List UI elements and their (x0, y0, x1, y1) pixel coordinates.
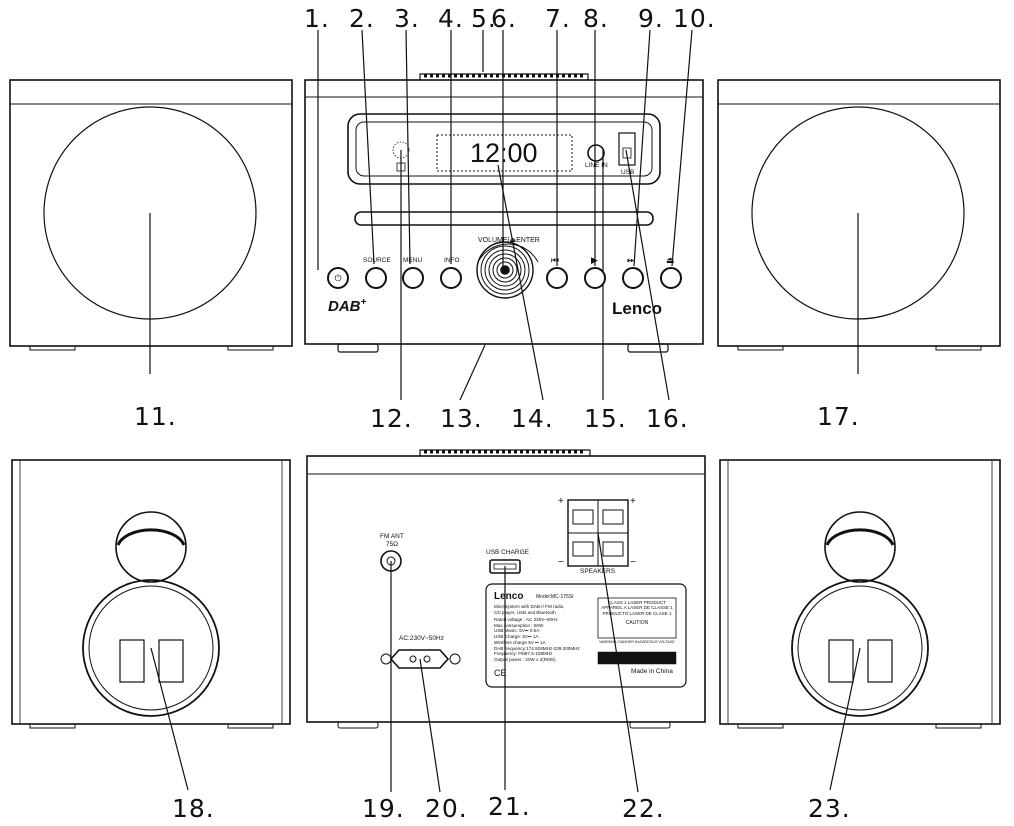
plate-specs: Rated voltage : AC 230V~50Hz Max consump… (494, 617, 580, 663)
callout-7: 7. (545, 4, 571, 33)
laser-class-text: CLASS 1 LASER PRODUCT APPAREIL A LASER D… (601, 600, 673, 616)
callout-15: 15. (584, 404, 627, 433)
main-unit-back (306, 449, 706, 729)
play-button[interactable] (584, 267, 606, 289)
usb-label: USB (621, 169, 635, 176)
next-button[interactable] (622, 267, 644, 289)
right-speaker-front (717, 79, 1001, 351)
power-icon: ⏻ (334, 272, 342, 283)
callout-10: 10. (673, 4, 716, 33)
next-icon: ⏭ (627, 255, 636, 265)
callout-9: 9. (638, 4, 664, 33)
callout-6: 6. (491, 4, 517, 33)
plate-warning: WARNING: DANGER HAZARDOUS VOLTAGE (599, 640, 675, 644)
plate-description: Microsystem with DAB+/ FM radio, CD play… (494, 604, 565, 615)
speaker-minus-left: − (558, 557, 564, 568)
info-button[interactable] (440, 267, 462, 289)
volume-enter-label: VOLUME/⏏ENTER (478, 237, 540, 244)
dab-logo: DAB+ (328, 297, 367, 315)
callout-14: 14. (511, 404, 554, 433)
callout-2: 2. (349, 4, 375, 33)
speakers-label: SPEAKERS (580, 568, 616, 575)
speaker-plus-left: + (558, 496, 564, 507)
menu-button[interactable] (402, 267, 424, 289)
callout-3: 3. (394, 4, 420, 33)
callout-leaders (149, 29, 861, 793)
callout-22: 22. (622, 794, 665, 823)
callout-17: 17. (817, 402, 860, 431)
speaker-plus-right: + (630, 496, 636, 507)
callout-13: 13. (440, 404, 483, 433)
callout-21: 21. (488, 792, 531, 821)
callout-11: 11. (134, 402, 177, 431)
source-button[interactable] (365, 267, 387, 289)
left-speaker-front (9, 79, 293, 351)
brand-logo-front: Lenco (612, 299, 663, 318)
display-time: 12:00 (470, 138, 538, 168)
left-speaker-back (11, 459, 291, 729)
callout-8: 8. (583, 4, 609, 33)
eject-icon: ⏏ (666, 255, 675, 265)
callout-1: 1. (304, 4, 330, 33)
fm-ant-label: FM ANT 75Ω (380, 533, 404, 548)
source-label: SOURCE (363, 257, 391, 264)
plate-brand: Lenco (494, 591, 524, 602)
callout-16: 16. (646, 404, 689, 433)
callout-18: 18. (172, 794, 215, 823)
callout-20: 20. (425, 794, 468, 823)
play-icon: ▶ (591, 255, 598, 265)
speaker-minus-right: − (630, 557, 636, 568)
plate-model: Model:MC-175SI (536, 594, 574, 600)
plate-marks: CE (494, 668, 507, 678)
info-label: INFO (444, 257, 460, 264)
made-in-china: Made in China (631, 668, 673, 675)
usb-charge-label: USB CHARGE (486, 549, 529, 556)
prev-button[interactable] (546, 267, 568, 289)
ac-label: AC:230V~50Hz (399, 635, 444, 642)
dab-plus: + (360, 297, 367, 308)
power-button[interactable]: ⏻ (327, 267, 349, 289)
callout-4: 4. (438, 4, 464, 33)
callout-5: 5. (471, 4, 497, 33)
eject-button[interactable] (660, 267, 682, 289)
callout-23: 23. (808, 794, 851, 823)
caution-label: CAUTION (625, 620, 649, 626)
menu-label: MENU (403, 257, 423, 264)
right-speaker-back (719, 459, 1001, 729)
prev-icon: ⏮ (551, 255, 560, 265)
line-in-label: LINE IN (585, 162, 608, 169)
callout-12: 12. (370, 404, 413, 433)
callout-19: 19. (362, 794, 405, 823)
